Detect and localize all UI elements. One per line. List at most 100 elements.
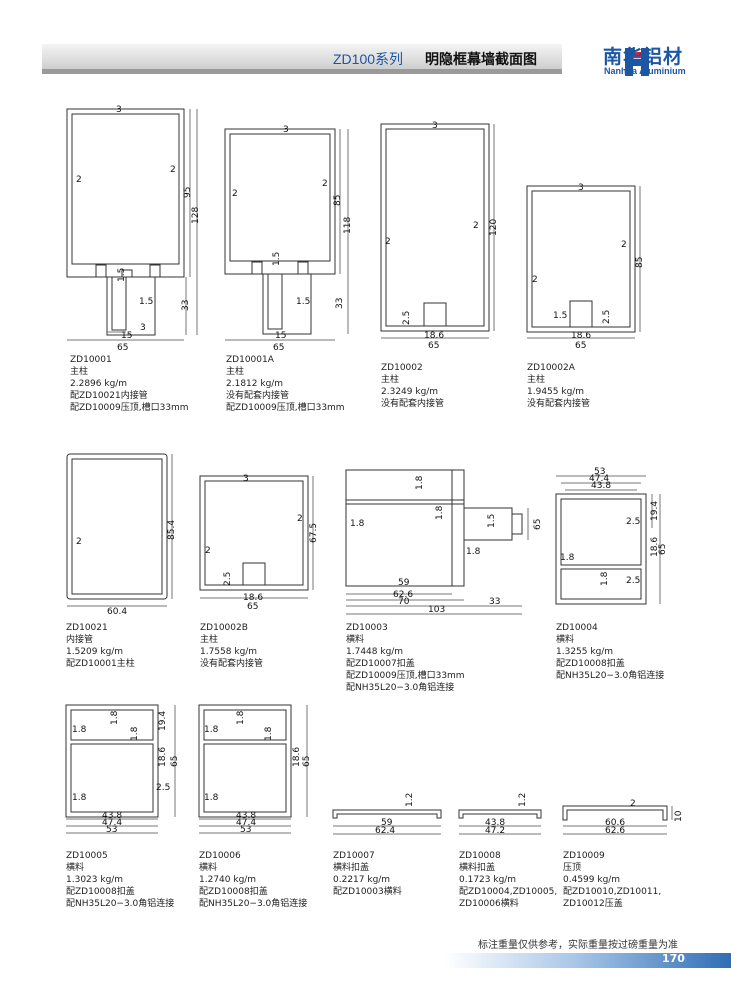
dim-label: 33 (335, 298, 345, 309)
profile-code: ZD10003 (346, 623, 388, 633)
dim-label: 1.8 (236, 710, 246, 725)
dim-label: 60.4 (107, 607, 127, 617)
profile-weight: 2.3249 kg/m (381, 387, 439, 397)
dim-label: 60.6 (605, 818, 625, 828)
dim-label: 2 (621, 240, 627, 250)
profile-code: ZD10001 (70, 355, 112, 365)
dim-label: 33 (489, 597, 500, 607)
dim-label: 3 (432, 121, 438, 131)
profile-type: 横料 (199, 863, 218, 873)
dim-label: 85 (333, 195, 343, 206)
profile-info-zd10005: ZD10005 横料 1.3023 kg/m 配ZD10008扣盖 配NH35L… (66, 850, 174, 910)
dim-label: 18.6 (571, 331, 591, 341)
profile-note: 配ZD10004,ZD10005, (459, 887, 558, 897)
dim-label: 1.5 (139, 297, 153, 307)
profile-note: 配NH35L20−3.0角铝连接 (199, 899, 308, 909)
dim-label: 3 (140, 323, 146, 333)
profile-info-zd10001a: ZD10001A 主柱 2.1812 kg/m 没有配套内接管 配ZD10009… (226, 354, 345, 414)
dim-label: 18.6 (292, 747, 302, 767)
dim-label: 62.6 (393, 590, 413, 600)
profile-weight: 2.2896 kg/m (70, 379, 128, 389)
dim-label: 47.4 (102, 818, 122, 828)
profile-code: ZD10001A (226, 355, 274, 365)
profile-drawing-zd10004 (555, 475, 661, 605)
profile-weight: 0.2217 kg/m (333, 875, 391, 885)
dim-label: 18.6 (650, 537, 660, 557)
profile-note: 配NH35L20−3.0角铝连接 (66, 899, 175, 909)
profile-weight: 2.1812 kg/m (226, 379, 284, 389)
profile-note: 配ZD10007扣盖 (346, 659, 415, 669)
dim-label: 65 (302, 756, 312, 767)
dim-label: 10 (674, 810, 684, 822)
dim-label: 95 (183, 187, 193, 198)
dim-label: 2 (473, 221, 479, 231)
profile-info-zd10002: ZD10002 主柱 2.3249 kg/m 没有配套内接管 (381, 362, 444, 410)
header-bar (42, 44, 562, 74)
profile-type: 主柱 (381, 375, 400, 385)
profile-drawing-zd10002b (199, 475, 314, 599)
profile-note: 没有配套内接管 (381, 399, 445, 409)
profile-note: 配ZD10008扣盖 (199, 887, 268, 897)
dim-label: 118 (343, 217, 353, 234)
dim-label: 2.5 (156, 783, 170, 793)
dim-label: 2 (385, 237, 391, 247)
profile-info-zd10004: ZD10004 横料 1.3255 kg/m 配ZD10008扣盖 配NH35L… (556, 622, 664, 682)
profile-weight: 1.2740 kg/m (199, 875, 257, 885)
dim-label: 1.8 (600, 571, 610, 586)
dim-label: 43.8 (236, 811, 256, 821)
profile-weight: 1.3023 kg/m (66, 875, 124, 885)
dim-label: 85 (635, 257, 645, 268)
dim-label: 2 (532, 275, 538, 285)
profile-weight: 1.5209 kg/m (66, 647, 124, 657)
dim-label: 1.8 (264, 726, 274, 741)
dim-label: 1.5 (296, 297, 310, 307)
dim-label: 3 (283, 125, 289, 135)
profile-info-zd10001: ZD10001 主柱 2.2896 kg/m 配ZD10021内接管 配ZD10… (70, 354, 189, 414)
dim-label: 43.8 (102, 811, 122, 821)
profile-drawing-zd10021 (66, 453, 173, 607)
brand-name-cn: 南华铝材 (603, 46, 684, 68)
dim-label: 2 (630, 799, 636, 809)
dim-label: 2 (76, 537, 82, 547)
dim-label: 19.4 (158, 711, 168, 731)
profile-weight: 1.9455 kg/m (527, 387, 585, 397)
dim-label: 53 (240, 825, 251, 835)
dim-label: 15 (121, 331, 132, 341)
dim-label: 2.5 (626, 576, 640, 586)
profile-type: 横料扣盖 (459, 863, 496, 873)
profile-weight: 0.4599 kg/m (563, 875, 621, 885)
profile-note: 配ZD10009压顶,槽口33mm (70, 403, 189, 413)
dim-label: 2 (76, 175, 82, 185)
dim-label: 1.2 (518, 793, 528, 807)
profile-note: ZD10012压盖 (563, 899, 623, 909)
profile-note: 配NH35L20−3.0角铝连接 (556, 671, 665, 681)
profile-note: 配ZD10010,ZD10011, (563, 887, 662, 897)
profile-drawing-zd10005 (65, 704, 176, 834)
dim-label: 1.8 (204, 793, 219, 803)
dim-label: 65 (533, 519, 543, 530)
profile-note: 配ZD10008扣盖 (556, 659, 625, 669)
profile-note: 没有配套内接管 (527, 399, 591, 409)
profile-code: ZD10006 (199, 851, 241, 861)
profile-note: ZD10006横料 (459, 899, 519, 909)
profile-drawing-zd10008 (458, 809, 542, 835)
dim-label: 2.5 (223, 572, 233, 586)
profile-weight: 1.7558 kg/m (200, 647, 258, 657)
profile-code: ZD10009 (563, 851, 605, 861)
dim-label: 1.8 (560, 553, 575, 563)
dim-label: 2.5 (626, 517, 640, 527)
profile-type: 横料 (346, 635, 365, 645)
dim-label: 2 (232, 189, 238, 199)
dim-label: 65 (170, 756, 180, 767)
dim-label: 65 (428, 341, 439, 351)
profile-type: 内接管 (66, 635, 94, 645)
profile-drawing-zd10003 (345, 469, 529, 615)
dim-label: 47.2 (485, 826, 505, 836)
profile-note: 配ZD10009压顶,槽口33mm (226, 403, 345, 413)
brand-name-en: Nanhua Aluminium (604, 66, 686, 76)
profile-code: ZD10005 (66, 851, 108, 861)
dim-label: 2 (170, 165, 176, 175)
profile-info-zd10021: ZD10021 内接管 1.5209 kg/m 配ZD10001主柱 (66, 622, 135, 670)
profile-note: 配ZD10021内接管 (70, 391, 148, 401)
profile-info-zd10006: ZD10006 横料 1.2740 kg/m 配ZD10008扣盖 配NH35L… (199, 850, 307, 910)
